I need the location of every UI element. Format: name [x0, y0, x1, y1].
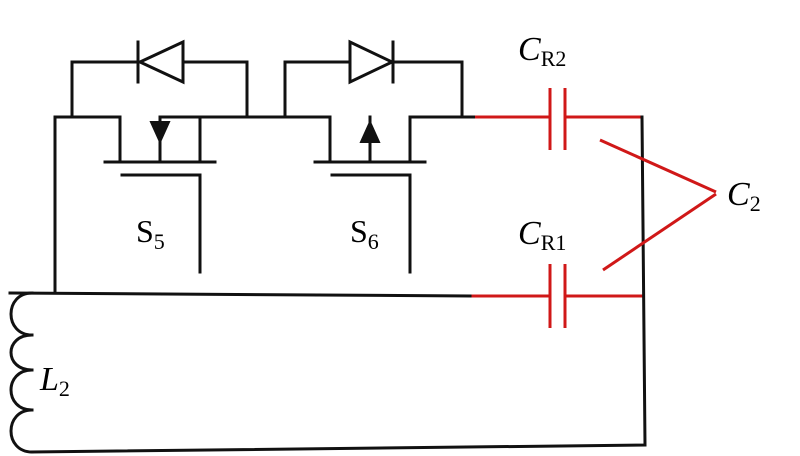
inductor-l2 [9, 291, 34, 454]
body-diode-arrow-up-icon [359, 119, 381, 143]
label-s5: S5 [136, 213, 165, 254]
label-l2: L2 [39, 361, 70, 401]
label-cr1: CR1 [518, 215, 566, 255]
body-diode-arrow-down-icon [149, 121, 171, 145]
middle-wire [8, 291, 472, 298]
switch-s6 [313, 115, 427, 274]
c2-bracket-lines [599, 138, 717, 272]
diode-s5 [70, 39, 249, 119]
capacitor-cr1 [470, 264, 645, 328]
label-cr2: CR2 [518, 31, 566, 71]
capacitor-cr2 [475, 88, 642, 150]
switch-s5 [103, 115, 217, 274]
label-c2: C2 [727, 176, 761, 216]
diode-s6 [283, 39, 464, 119]
label-s6: S6 [350, 213, 379, 254]
right-rail-wire [30, 115, 647, 454]
top-wire [158, 115, 477, 162]
left-rail-wire [53, 115, 122, 295]
